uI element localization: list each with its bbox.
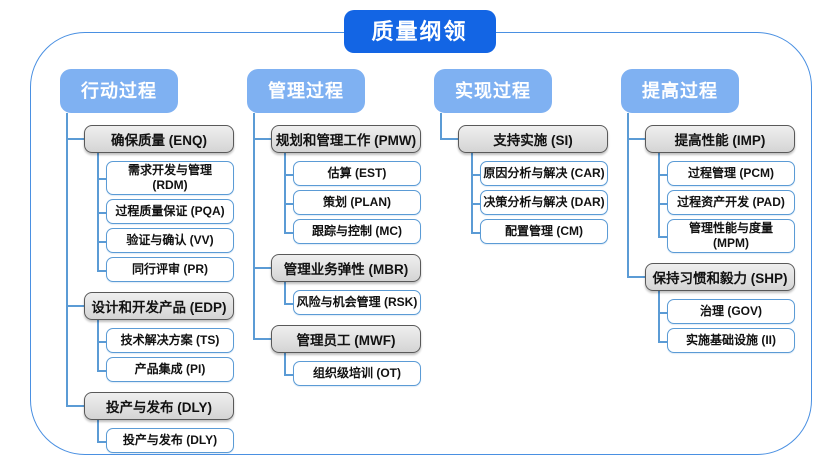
column-realization: 实现过程支持实施 (SI) 原因分析与解决 (CAR) 决策分析与解决 (DAR) 配… bbox=[434, 69, 610, 463]
column-header-improvement: 提高过程 bbox=[621, 69, 739, 113]
practice-node-row: 管理性能与度量 (MPM) bbox=[658, 211, 797, 253]
column-header-realization: 实现过程 bbox=[434, 69, 552, 113]
practice-node: 过程资产开发 (PAD) bbox=[667, 190, 795, 215]
column-management: 管理过程规划和管理工作 (PMW) 估算 (EST) 策划 (PLAN) 跟踪与控制 … bbox=[247, 69, 423, 463]
practice-node-row: 跟踪与控制 (MC) bbox=[284, 211, 423, 244]
process-group-children: 原因分析与解决 (CAR) 决策分析与解决 (DAR) 配置管理 (CM) bbox=[471, 153, 610, 244]
process-group: 管理员工 (MWF) 组织级培训 (OT) bbox=[247, 313, 423, 386]
column-body-realization: 支持实施 (SI) 原因分析与解决 (CAR) 决策分析与解决 (DAR) 配置管理 … bbox=[434, 113, 610, 244]
process-group-children: 治理 (GOV) 实施基础设施 (II) bbox=[658, 291, 797, 353]
process-group: 保持习惯和毅力 (SHP) 治理 (GOV) 实施基础设施 (II) bbox=[621, 251, 797, 353]
process-group: 提高性能 (IMP) 过程管理 (PCM) 过程资产开发 (PAD) 管理性能与度量 … bbox=[621, 113, 797, 263]
practice-node-row: 验证与确认 (VV) bbox=[97, 220, 236, 257]
practice-node: 过程管理 (PCM) bbox=[667, 161, 795, 186]
process-area-node: 管理业务弹性 (MBR) bbox=[271, 254, 421, 282]
practice-node-row: 配置管理 (CM) bbox=[471, 211, 610, 244]
practice-node-row: 投产与发布 (DLY) bbox=[97, 420, 236, 453]
practice-node-row: 组织级培训 (OT) bbox=[284, 353, 423, 386]
process-group: 设计和开发产品 (EDP) 技术解决方案 (TS) 产品集成 (PI) bbox=[60, 280, 236, 392]
process-group-children: 需求开发与管理 (RDM) 过程质量保证 (PQA) 验证与确认 (VV) 同行评审 … bbox=[97, 153, 236, 282]
practice-node: 组织级培训 (OT) bbox=[293, 361, 421, 386]
process-group-children: 估算 (EST) 策划 (PLAN) 跟踪与控制 (MC) bbox=[284, 153, 423, 244]
practice-node-row: 同行评审 (PR) bbox=[97, 249, 236, 282]
practice-node: 验证与确认 (VV) bbox=[106, 228, 234, 253]
practice-node: 风险与机会管理 (RSK) bbox=[293, 290, 421, 315]
practice-node-row: 过程质量保证 (PQA) bbox=[97, 191, 236, 228]
column-action: 行动过程确保质量 (ENQ) 需求开发与管理 (RDM) 过程质量保证 (PQA) 验… bbox=[60, 69, 236, 463]
process-group-children: 组织级培训 (OT) bbox=[284, 353, 423, 386]
practice-node: 技术解决方案 (TS) bbox=[106, 328, 234, 353]
practice-node-row: 原因分析与解决 (CAR) bbox=[471, 153, 610, 190]
column-header-management: 管理过程 bbox=[247, 69, 365, 113]
process-group: 确保质量 (ENQ) 需求开发与管理 (RDM) 过程质量保证 (PQA) 验证与确认… bbox=[60, 113, 236, 292]
process-area-node: 保持习惯和毅力 (SHP) bbox=[645, 263, 795, 291]
practice-node-row: 估算 (EST) bbox=[284, 153, 423, 190]
practice-node: 过程质量保证 (PQA) bbox=[106, 199, 234, 224]
process-group-children: 投产与发布 (DLY) bbox=[97, 420, 236, 453]
practice-node-row: 治理 (GOV) bbox=[658, 291, 797, 328]
practice-node: 实施基础设施 (II) bbox=[667, 328, 795, 353]
process-area-node: 管理员工 (MWF) bbox=[271, 325, 421, 353]
diagram-title: 质量纲领 bbox=[343, 10, 496, 53]
practice-node: 投产与发布 (DLY) bbox=[106, 428, 234, 453]
practice-node: 原因分析与解决 (CAR) bbox=[480, 161, 608, 186]
process-area-node: 提高性能 (IMP) bbox=[645, 125, 795, 153]
practice-node: 配置管理 (CM) bbox=[480, 219, 608, 244]
practice-node-row: 决策分析与解决 (DAR) bbox=[471, 182, 610, 219]
process-group: 支持实施 (SI) 原因分析与解决 (CAR) 决策分析与解决 (DAR) 配置管理 … bbox=[434, 113, 610, 244]
process-area-node: 规划和管理工作 (PMW) bbox=[271, 125, 421, 153]
columns: 行动过程确保质量 (ENQ) 需求开发与管理 (RDM) 过程质量保证 (PQA) 验… bbox=[60, 69, 797, 463]
process-area-node: 确保质量 (ENQ) bbox=[84, 125, 234, 153]
process-area-node: 设计和开发产品 (EDP) bbox=[84, 292, 234, 320]
practice-node: 同行评审 (PR) bbox=[106, 257, 234, 282]
column-body-action: 确保质量 (ENQ) 需求开发与管理 (RDM) 过程质量保证 (PQA) 验证与确认… bbox=[60, 113, 236, 453]
process-group: 规划和管理工作 (PMW) 估算 (EST) 策划 (PLAN) 跟踪与控制 (MC) bbox=[247, 113, 423, 254]
process-group-children: 技术解决方案 (TS) 产品集成 (PI) bbox=[97, 320, 236, 382]
column-improvement: 提高过程提高性能 (IMP) 过程管理 (PCM) 过程资产开发 (PAD) 管理性能… bbox=[621, 69, 797, 463]
practice-node: 估算 (EST) bbox=[293, 161, 421, 186]
process-group-children: 风险与机会管理 (RSK) bbox=[284, 282, 423, 315]
practice-node-row: 需求开发与管理 (RDM) bbox=[97, 153, 236, 199]
process-group: 管理业务弹性 (MBR) 风险与机会管理 (RSK) bbox=[247, 242, 423, 325]
practice-node-row: 过程管理 (PCM) bbox=[658, 153, 797, 190]
column-body-management: 规划和管理工作 (PMW) 估算 (EST) 策划 (PLAN) 跟踪与控制 (MC)… bbox=[247, 113, 423, 386]
practice-node: 治理 (GOV) bbox=[667, 299, 795, 324]
process-group: 投产与发布 (DLY) 投产与发布 (DLY) bbox=[60, 380, 236, 453]
practice-node-row: 风险与机会管理 (RSK) bbox=[284, 282, 423, 315]
practice-node: 策划 (PLAN) bbox=[293, 190, 421, 215]
practice-node-row: 过程资产开发 (PAD) bbox=[658, 182, 797, 219]
practice-node: 跟踪与控制 (MC) bbox=[293, 219, 421, 244]
column-body-improvement: 提高性能 (IMP) 过程管理 (PCM) 过程资产开发 (PAD) 管理性能与度量 … bbox=[621, 113, 797, 353]
column-header-action: 行动过程 bbox=[60, 69, 178, 113]
process-group-children: 过程管理 (PCM) 过程资产开发 (PAD) 管理性能与度量 (MPM) bbox=[658, 153, 797, 253]
practice-node: 决策分析与解决 (DAR) bbox=[480, 190, 608, 215]
practice-node-row: 技术解决方案 (TS) bbox=[97, 320, 236, 357]
practice-node: 需求开发与管理 (RDM) bbox=[106, 161, 234, 195]
practice-node-row: 产品集成 (PI) bbox=[97, 349, 236, 382]
practice-node-row: 策划 (PLAN) bbox=[284, 182, 423, 219]
practice-node: 管理性能与度量 (MPM) bbox=[667, 219, 795, 253]
process-area-node: 支持实施 (SI) bbox=[458, 125, 608, 153]
practice-node: 产品集成 (PI) bbox=[106, 357, 234, 382]
practice-node-row: 实施基础设施 (II) bbox=[658, 320, 797, 353]
process-area-node: 投产与发布 (DLY) bbox=[84, 392, 234, 420]
